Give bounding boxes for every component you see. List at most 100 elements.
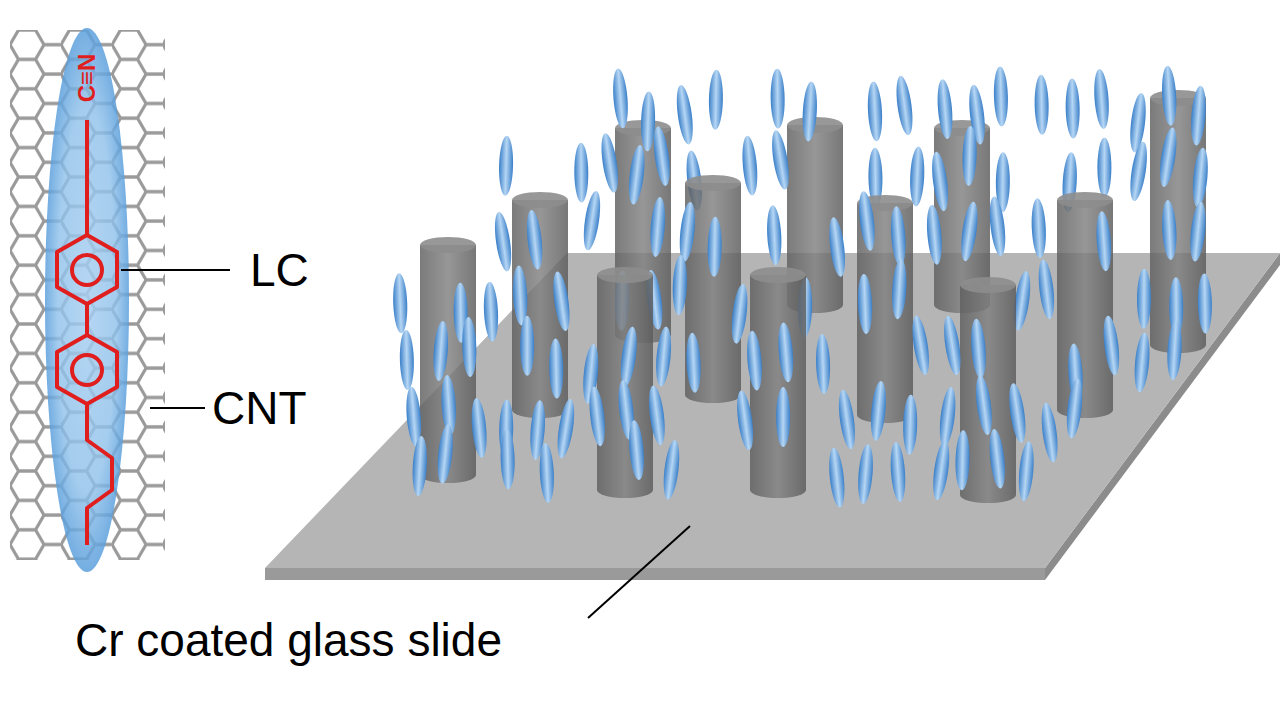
cnt-molecule [10, 28, 165, 572]
lc-molecule [1092, 69, 1110, 130]
lc-molecule [399, 330, 415, 390]
lc-molecule [866, 81, 883, 142]
lc-molecule [554, 398, 577, 459]
leader-line [121, 269, 230, 271]
nanotube [597, 267, 653, 498]
leader-line [150, 407, 205, 409]
lc-molecule [1197, 273, 1212, 333]
nanotube [1057, 192, 1113, 418]
lc-molecule [550, 271, 572, 332]
lc-molecule [889, 206, 907, 267]
lc-molecule [1036, 259, 1057, 320]
lc-molecule [962, 126, 978, 186]
lc-molecule [651, 125, 673, 186]
lc-molecule [930, 440, 952, 501]
lc-molecule [500, 429, 515, 489]
lc-molecule [640, 91, 656, 151]
lc-molecule [1034, 75, 1049, 135]
lc-molecule [937, 386, 958, 447]
lc-molecule [936, 79, 955, 140]
lc-molecule [654, 326, 673, 387]
lc-molecule [685, 332, 702, 393]
lc-molecule [815, 334, 831, 394]
lc-molecule [677, 201, 697, 262]
lc-molecule [492, 211, 514, 272]
lc-molecule [941, 315, 964, 376]
part-label: LC [250, 247, 309, 293]
lc-molecule [674, 84, 696, 145]
lc-molecule [1064, 378, 1084, 439]
lc-molecule [1157, 127, 1180, 188]
lc-envelope [45, 28, 129, 572]
lc-molecule [574, 143, 589, 203]
lc-molecule [1095, 211, 1113, 272]
lc-molecule [646, 385, 667, 446]
lc-molecule [1161, 200, 1178, 261]
lc-molecule [776, 322, 795, 383]
lc-molecule [1030, 198, 1047, 259]
lc-molecule [929, 151, 951, 212]
lc-molecule [469, 397, 488, 458]
lc-molecule [955, 430, 970, 490]
lc-molecule [902, 395, 917, 455]
lc-molecule [538, 443, 555, 504]
lc-molecule [836, 389, 858, 450]
lc-molecule [909, 315, 932, 376]
lc-molecule [1188, 201, 1208, 262]
lc-molecule [411, 436, 428, 497]
lc-molecule [856, 190, 877, 251]
lc-molecule [987, 196, 1008, 257]
lc-molecule [889, 442, 907, 503]
lc-molecule [958, 201, 980, 262]
lc-molecule [1097, 137, 1111, 197]
lc-molecule [740, 135, 759, 196]
lc-molecule [435, 423, 455, 484]
lc-molecule [524, 209, 544, 270]
lc-molecule [769, 129, 792, 190]
lc-molecule [1065, 78, 1080, 138]
lc-molecule [57, 120, 117, 545]
lc-molecule [745, 330, 764, 391]
lc-molecule [770, 69, 785, 129]
lc-molecule [483, 281, 500, 342]
lc-molecule [672, 255, 688, 315]
lc-molecule [1039, 402, 1061, 463]
lc-molecule [776, 387, 790, 447]
lc-molecule [549, 338, 564, 398]
lc-molecule [856, 444, 875, 505]
lc-molecule [392, 273, 408, 333]
lc-molecule [826, 216, 847, 277]
cnt-lc-array [392, 65, 1212, 508]
glass-slide [265, 253, 1280, 580]
lc-molecule [894, 75, 916, 136]
lc-molecule [1191, 147, 1210, 208]
lc-molecule [611, 68, 630, 129]
lc-molecule [1017, 441, 1036, 502]
lc-molecule [432, 321, 450, 382]
lc-molecule [925, 204, 944, 265]
lc-molecule [1127, 141, 1150, 202]
lc-molecule [626, 144, 647, 205]
lc-molecule [1161, 65, 1178, 126]
lc-molecule [766, 205, 783, 266]
lc-molecule [520, 316, 534, 376]
lc-molecule [869, 380, 888, 441]
lc-molecule [987, 428, 1007, 489]
lc-molecule [969, 318, 988, 379]
lc-molecule [801, 81, 818, 142]
lc-molecule [708, 70, 723, 130]
lc-molecule [461, 317, 477, 377]
lc-molecule [973, 375, 995, 436]
lc-molecule [627, 420, 646, 481]
lc-molecule [993, 66, 1009, 126]
nitrile-group: C≡N [75, 54, 99, 103]
part-label: CNT [212, 385, 307, 431]
lc-molecule [734, 390, 756, 451]
lc-molecule [909, 146, 926, 207]
lc-molecule [598, 132, 621, 193]
lc-molecule [827, 447, 847, 508]
lc-molecule [649, 197, 667, 258]
lc-molecule [1101, 315, 1122, 376]
lc-molecule [1006, 382, 1028, 443]
